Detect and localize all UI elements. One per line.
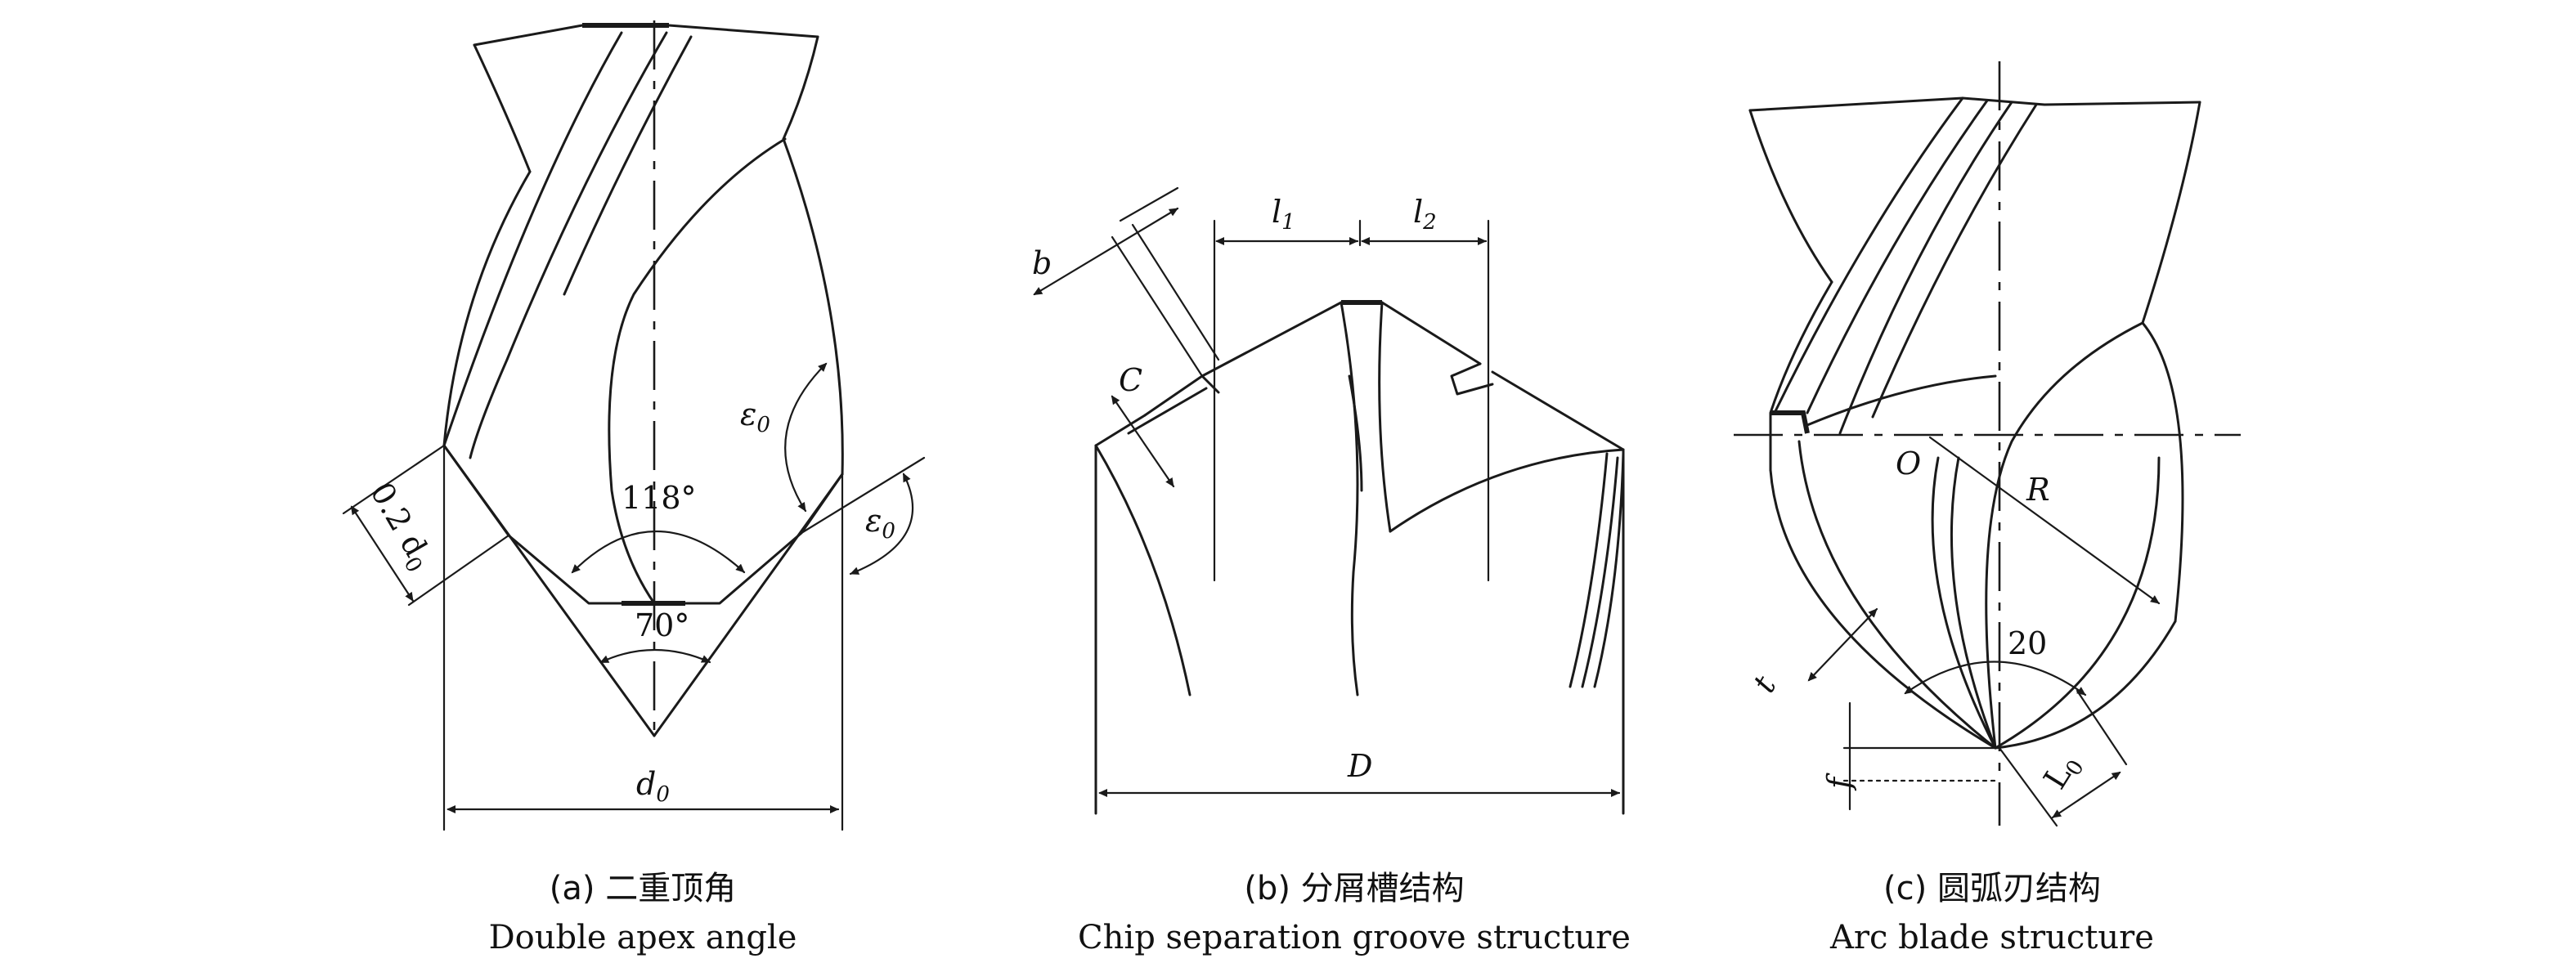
panel-c-r-dim	[1928, 436, 2161, 605]
panel-c-shank-left	[1748, 109, 1833, 284]
panel-b-b-dim	[1033, 207, 1179, 296]
panel-b-c-dim	[1111, 395, 1175, 488]
panel-c-arc-outer-left	[1769, 468, 1997, 750]
panel-b-c-label: C	[1119, 362, 1142, 398]
panel-b-groove-edge-2	[1111, 235, 1204, 378]
panel-b-lip-right-2	[1491, 370, 1625, 451]
panel-a-flute-band-1	[442, 31, 623, 447]
panel-a-flute-inner	[608, 137, 787, 605]
panel-c-arc-right-inner	[1994, 456, 2161, 750]
panel-a-secondary-right	[653, 473, 844, 737]
panel-b-shoulder-left	[1094, 414, 1147, 447]
panel-b-chamfer	[1143, 374, 1220, 417]
panel-c-arc-right	[1994, 620, 2177, 750]
panel-c-shank-top	[1748, 96, 2201, 112]
panel-a-double-apex-angle: 0.2 d0 118° 70° ε0 ε0 d0 (a) 二重顶角 Double…	[342, 20, 926, 956]
panel-a-diameter-label: d0	[636, 766, 670, 807]
panel-a-margin-ext-1	[342, 444, 446, 515]
panel-a-eps-lower: ε0	[865, 503, 895, 544]
panel-b-groove-edge-3	[1131, 223, 1220, 361]
panel-b-groove-edge-1	[1119, 186, 1179, 222]
panel-b-flute-right-1	[1568, 452, 1609, 688]
panel-a-flute-band-3	[563, 35, 693, 296]
panel-c-flute-band-1	[1773, 96, 1964, 414]
panel-c-flute-band-2	[1806, 99, 1989, 414]
panel-a-shank-right	[782, 35, 819, 141]
panel-a-flute-band-2	[469, 31, 668, 459]
panel-a-eps-ext	[800, 456, 926, 535]
panel-c-l0-ext-1	[2076, 689, 2128, 766]
panel-a-angle-118-arc	[571, 531, 746, 574]
panel-b-lip-left	[1200, 301, 1343, 378]
panel-c-margin-step	[1770, 410, 1810, 434]
panel-b-groove-notch	[1450, 362, 1494, 396]
panel-c-body-left	[1769, 280, 1833, 472]
panel-a-angle-70-arc	[599, 648, 711, 664]
panel-c-arc-inner-left-2	[1931, 456, 1997, 750]
panel-c-arc-blade: O R 20 t f L0 (c) 圆弧刃结构 Arc blade struct…	[1734, 61, 2241, 956]
panel-c-angle-arc	[1904, 661, 2087, 696]
panel-c-t-label: t	[1746, 670, 1784, 699]
panel-c-caption-cn: (c) 圆弧刃结构	[1883, 870, 2101, 907]
panel-a-eps-arc-lower	[849, 473, 914, 576]
panel-a-shank-top	[473, 24, 819, 47]
panel-b-flute-center-2	[1378, 301, 1392, 533]
panel-c-t-dim	[1807, 607, 1878, 682]
panel-c-caption-en: Arc blade structure	[1829, 919, 2154, 956]
panel-c-angle-label: 20	[2008, 625, 2047, 661]
panel-a-body-left	[442, 170, 532, 447]
panel-a-body-right	[782, 137, 844, 476]
panel-a-margin-label: 0.2 d0	[359, 477, 441, 577]
panel-c-flute-band-3	[1838, 101, 2013, 435]
panel-c-shank-right	[2141, 101, 2201, 325]
panel-b-flute-left	[1094, 444, 1192, 696]
panel-b-l2-label: l2	[1413, 194, 1437, 235]
panel-b-flute-right-2	[1581, 456, 1619, 688]
panel-c-flute-band-4	[1871, 103, 2038, 419]
panel-b-caption-en: Chip separation groove structure	[1078, 919, 1631, 956]
panel-a-lip-outer-left	[442, 444, 656, 605]
panel-a-angle-118: 118°	[622, 480, 697, 516]
panel-c-r-label: R	[2026, 472, 2050, 508]
panel-c-flute-web	[1806, 374, 1997, 427]
panel-a-caption-en: Double apex angle	[489, 919, 797, 956]
panel-b-lip-right-1	[1380, 301, 1482, 365]
panel-b-flute-center-3	[1348, 374, 1363, 492]
panel-b-flute-right-3	[1593, 452, 1625, 688]
panel-a-angle-70: 70°	[635, 607, 689, 643]
panel-b-flute-inner	[1389, 448, 1625, 533]
panel-c-o-label: O	[1896, 446, 1921, 482]
panel-a-shank-left	[473, 43, 532, 173]
panel-a-margin-dim	[350, 505, 415, 602]
panel-b-l1-label: l1	[1272, 194, 1295, 235]
panel-c-arc-inner-left-1	[1797, 440, 1997, 750]
panel-c-l0-dim	[2051, 771, 2121, 819]
panel-c-l0-ext-2	[1998, 746, 2058, 827]
panel-b-flute-center-1	[1340, 301, 1359, 696]
panel-a-secondary-left	[442, 444, 656, 737]
panel-a-margin-ext-2	[407, 534, 510, 607]
panel-a-caption-cn: (a) 二重顶角	[550, 870, 736, 907]
panel-c-body-right	[2141, 321, 2184, 623]
panel-b-caption-cn: (b) 分屑槽结构	[1244, 870, 1464, 907]
panel-a-eps-upper: ε0	[740, 396, 770, 437]
panel-b-d-label: D	[1347, 748, 1372, 784]
panel-a-eps-arc-upper	[784, 362, 828, 513]
panel-c-f-label: f	[1821, 773, 1857, 791]
panel-c-l0-label: L0	[2036, 747, 2089, 798]
panel-b-chip-separation-groove: b C l1 l2 D (b) 分屑槽结构 Chip separation gr…	[1032, 186, 1631, 956]
panel-c-arc-inner-left-3	[1950, 456, 1997, 750]
panel-b-b-label: b	[1032, 245, 1052, 281]
panel-c-flute-inner	[1985, 321, 2144, 750]
